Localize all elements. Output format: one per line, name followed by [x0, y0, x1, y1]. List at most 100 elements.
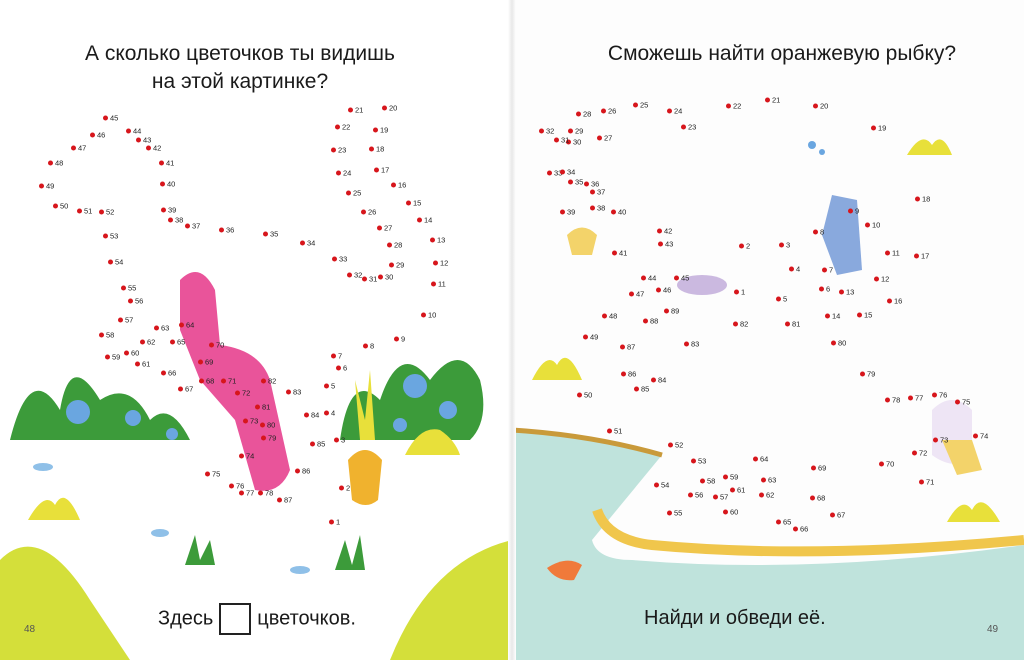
dot-number: 35 [575, 177, 584, 187]
puzzle-dot [547, 170, 552, 176]
dot-number: 7 [338, 351, 343, 361]
dot-number: 8 [370, 341, 375, 351]
puzzle-dot [334, 437, 339, 443]
puzzle-dot [391, 182, 396, 188]
puzzle-dot [39, 183, 44, 189]
puzzle-dot [871, 125, 876, 131]
dot-number: 39 [168, 205, 177, 215]
dot-number: 9 [855, 206, 860, 216]
puzzle-dot [830, 512, 835, 518]
dot-number: 46 [97, 130, 106, 140]
dot-number: 9 [401, 334, 406, 344]
dot-number: 42 [153, 143, 162, 153]
puzzle-dot [785, 321, 790, 327]
dot-number: 28 [394, 240, 403, 250]
dot-number: 87 [284, 495, 293, 505]
puzzle-dot [331, 147, 336, 153]
dot-number: 56 [695, 490, 704, 500]
dot-number: 14 [832, 311, 841, 321]
puzzle-dot [229, 483, 234, 489]
dot-number: 35 [270, 229, 279, 239]
dot-number: 71 [926, 477, 935, 487]
dot-number: 28 [583, 109, 592, 119]
dot-number: 16 [894, 296, 903, 306]
dot-number: 6 [826, 284, 831, 294]
puzzle-dot [811, 465, 816, 471]
puzzle-dot [239, 453, 244, 459]
answer-box[interactable] [219, 603, 252, 635]
puzzle-dot [955, 399, 960, 405]
puzzle-dot [103, 233, 108, 239]
puzzle-dot [263, 231, 268, 237]
puzzle-dot [336, 365, 341, 371]
puzzle-dot [733, 321, 738, 327]
dot-number: 15 [864, 310, 873, 320]
dot-number: 34 [307, 238, 316, 248]
dot-number: 14 [424, 215, 433, 225]
puzzle-dot [664, 308, 669, 314]
dot-number: 12 [440, 258, 449, 268]
puzzle-dot [300, 240, 305, 246]
puzzle-dot [286, 389, 291, 395]
dot-number: 87 [627, 342, 636, 352]
puzzle-dot [277, 497, 282, 503]
dot-number: 47 [636, 289, 645, 299]
puzzle-dot [261, 435, 266, 441]
dot-number: 84 [658, 375, 667, 385]
dot-number: 74 [980, 431, 989, 441]
puzzle-dot [219, 227, 224, 233]
dot-number: 86 [628, 369, 637, 379]
puzzle-dot [554, 137, 559, 143]
dot-number: 22 [733, 101, 742, 111]
dot-number: 8 [820, 227, 825, 237]
puzzle-dot [209, 342, 214, 348]
puzzle-dot [723, 474, 728, 480]
dot-number: 40 [618, 207, 627, 217]
dot-number: 34 [567, 167, 576, 177]
dot-number: 54 [115, 257, 124, 267]
puzzle-dot [839, 289, 844, 295]
puzzle-dot [723, 509, 728, 515]
dot-number: 24 [674, 106, 683, 116]
dot-number: 43 [143, 135, 152, 145]
dot-number: 57 [720, 492, 729, 502]
dot-number: 30 [573, 137, 582, 147]
dot-number: 50 [60, 201, 69, 211]
dot-number: 80 [838, 338, 847, 348]
dot-number: 41 [619, 248, 628, 258]
dot-number: 67 [837, 510, 846, 520]
puzzle-dot [776, 519, 781, 525]
dot-number: 84 [311, 410, 320, 420]
puzzle-dot [688, 492, 693, 498]
dot-number: 29 [396, 260, 405, 270]
puzzle-dot [118, 317, 123, 323]
page-number: 48 [24, 624, 36, 635]
dot-number: 3 [786, 240, 791, 250]
dot-number: 49 [46, 181, 55, 191]
puzzle-dot [860, 371, 865, 377]
dot-number: 47 [78, 143, 87, 153]
dot-number: 58 [106, 330, 115, 340]
dot-number: 17 [921, 251, 930, 261]
dot-number: 78 [265, 488, 274, 498]
fish-caption: Найди и обведи её. [644, 607, 826, 629]
puzzle-dot [590, 189, 595, 195]
dot-number: 79 [268, 433, 277, 443]
dot-number: 18 [922, 194, 931, 204]
puzzle-dot [568, 179, 573, 185]
puzzle-dot [691, 458, 696, 464]
dot-number: 57 [125, 315, 134, 325]
dot-number: 55 [674, 508, 683, 518]
puzzle-dot [810, 495, 815, 501]
dot-number: 5 [783, 294, 788, 304]
puzzle-dot [304, 412, 309, 418]
puzzle-dot [128, 298, 133, 304]
dot-number: 62 [766, 490, 775, 500]
dot-number: 80 [267, 420, 276, 430]
dot-number: 10 [428, 310, 437, 320]
right-page-title: Сможешь найти оранжевую рыбку? [607, 42, 957, 65]
dot-number: 33 [339, 254, 348, 264]
dot-number: 32 [546, 126, 555, 136]
dot-number: 31 [369, 274, 378, 284]
